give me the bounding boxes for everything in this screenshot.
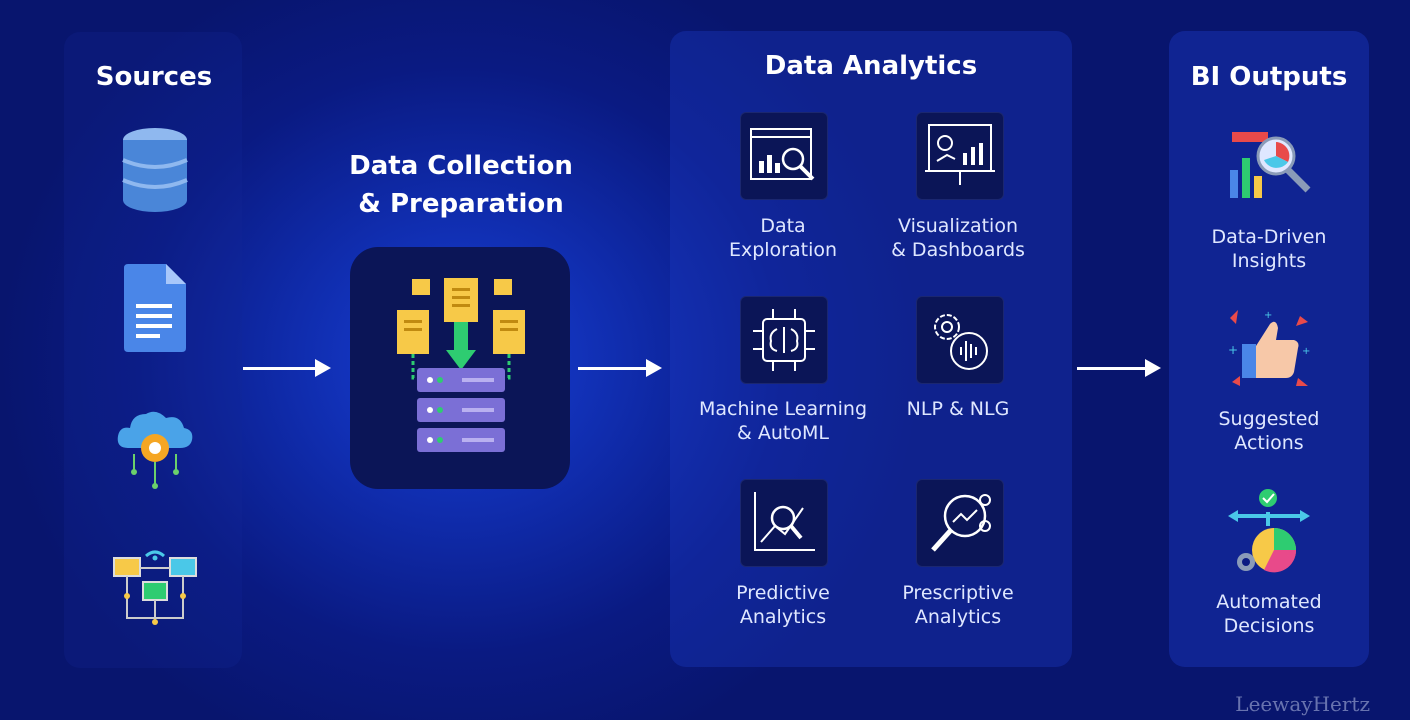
- analytics-label-4-line1: NLP & NLG: [906, 398, 1010, 420]
- bi-label-2-line1: Suggested: [1218, 408, 1320, 430]
- nlp-icon: [916, 296, 1004, 384]
- analytics-panel: [670, 31, 1072, 667]
- analytics-label-6-line2: Analytics: [914, 606, 1002, 628]
- svg-text:+: +: [1228, 343, 1238, 357]
- bi-title: BI Outputs: [1190, 62, 1348, 92]
- dashboard-icon: [916, 112, 1004, 200]
- bi-label-1-line2: Insights: [1231, 250, 1307, 272]
- analytics-label-1-line2: Exploration: [728, 239, 838, 261]
- sources-title: Sources: [95, 62, 213, 92]
- arrow-sources-to-collection: [243, 359, 331, 377]
- arrow-collection-to-analytics: [578, 359, 662, 377]
- predictive-icon: [740, 479, 828, 567]
- analytics-label-6-line1: Prescriptive: [902, 582, 1014, 604]
- bi-label-2-line2: Actions: [1234, 432, 1304, 454]
- server-files-icon: [397, 278, 525, 452]
- svg-text:+: +: [1302, 346, 1310, 357]
- analytics-label-5-line1: Predictive: [736, 582, 830, 604]
- bi-label-3-line1: Automated: [1216, 591, 1322, 613]
- insights-chart-icon: [1230, 132, 1311, 198]
- analytics-label-3-line1: Machine Learning: [698, 398, 868, 420]
- document-icon: [124, 264, 186, 352]
- network-icon: [113, 550, 197, 625]
- collection-title-line1: Data Collection: [349, 151, 573, 181]
- analytics-title: Data Analytics: [764, 51, 978, 81]
- database-icon: [122, 128, 188, 212]
- arrow-analytics-to-bi: [1077, 359, 1161, 377]
- collection-title-line2: & Preparation: [358, 189, 564, 219]
- bi-label-3-line2: Decisions: [1223, 615, 1315, 637]
- prescriptive-icon: [916, 479, 1004, 567]
- analytics-label-2-line2: & Dashboards: [891, 239, 1025, 261]
- analytics-label-2-line1: Visualization: [897, 215, 1018, 237]
- data-exploration-icon: [740, 112, 828, 200]
- decision-pie-icon: [1228, 489, 1310, 573]
- ai-chip-icon: [740, 296, 828, 384]
- bi-label-1-line1: Data-Driven: [1211, 226, 1327, 248]
- watermark-logo: LeewayHertz: [1235, 692, 1370, 716]
- svg-text:+: +: [1264, 310, 1272, 321]
- analytics-label-3-line2: & AutoML: [737, 422, 829, 444]
- analytics-label-1-line1: Data: [760, 215, 806, 237]
- cloud-gear-icon: [117, 411, 193, 489]
- thumbs-up-icon: + + +: [1228, 310, 1310, 386]
- analytics-label-5-line2: Analytics: [739, 606, 827, 628]
